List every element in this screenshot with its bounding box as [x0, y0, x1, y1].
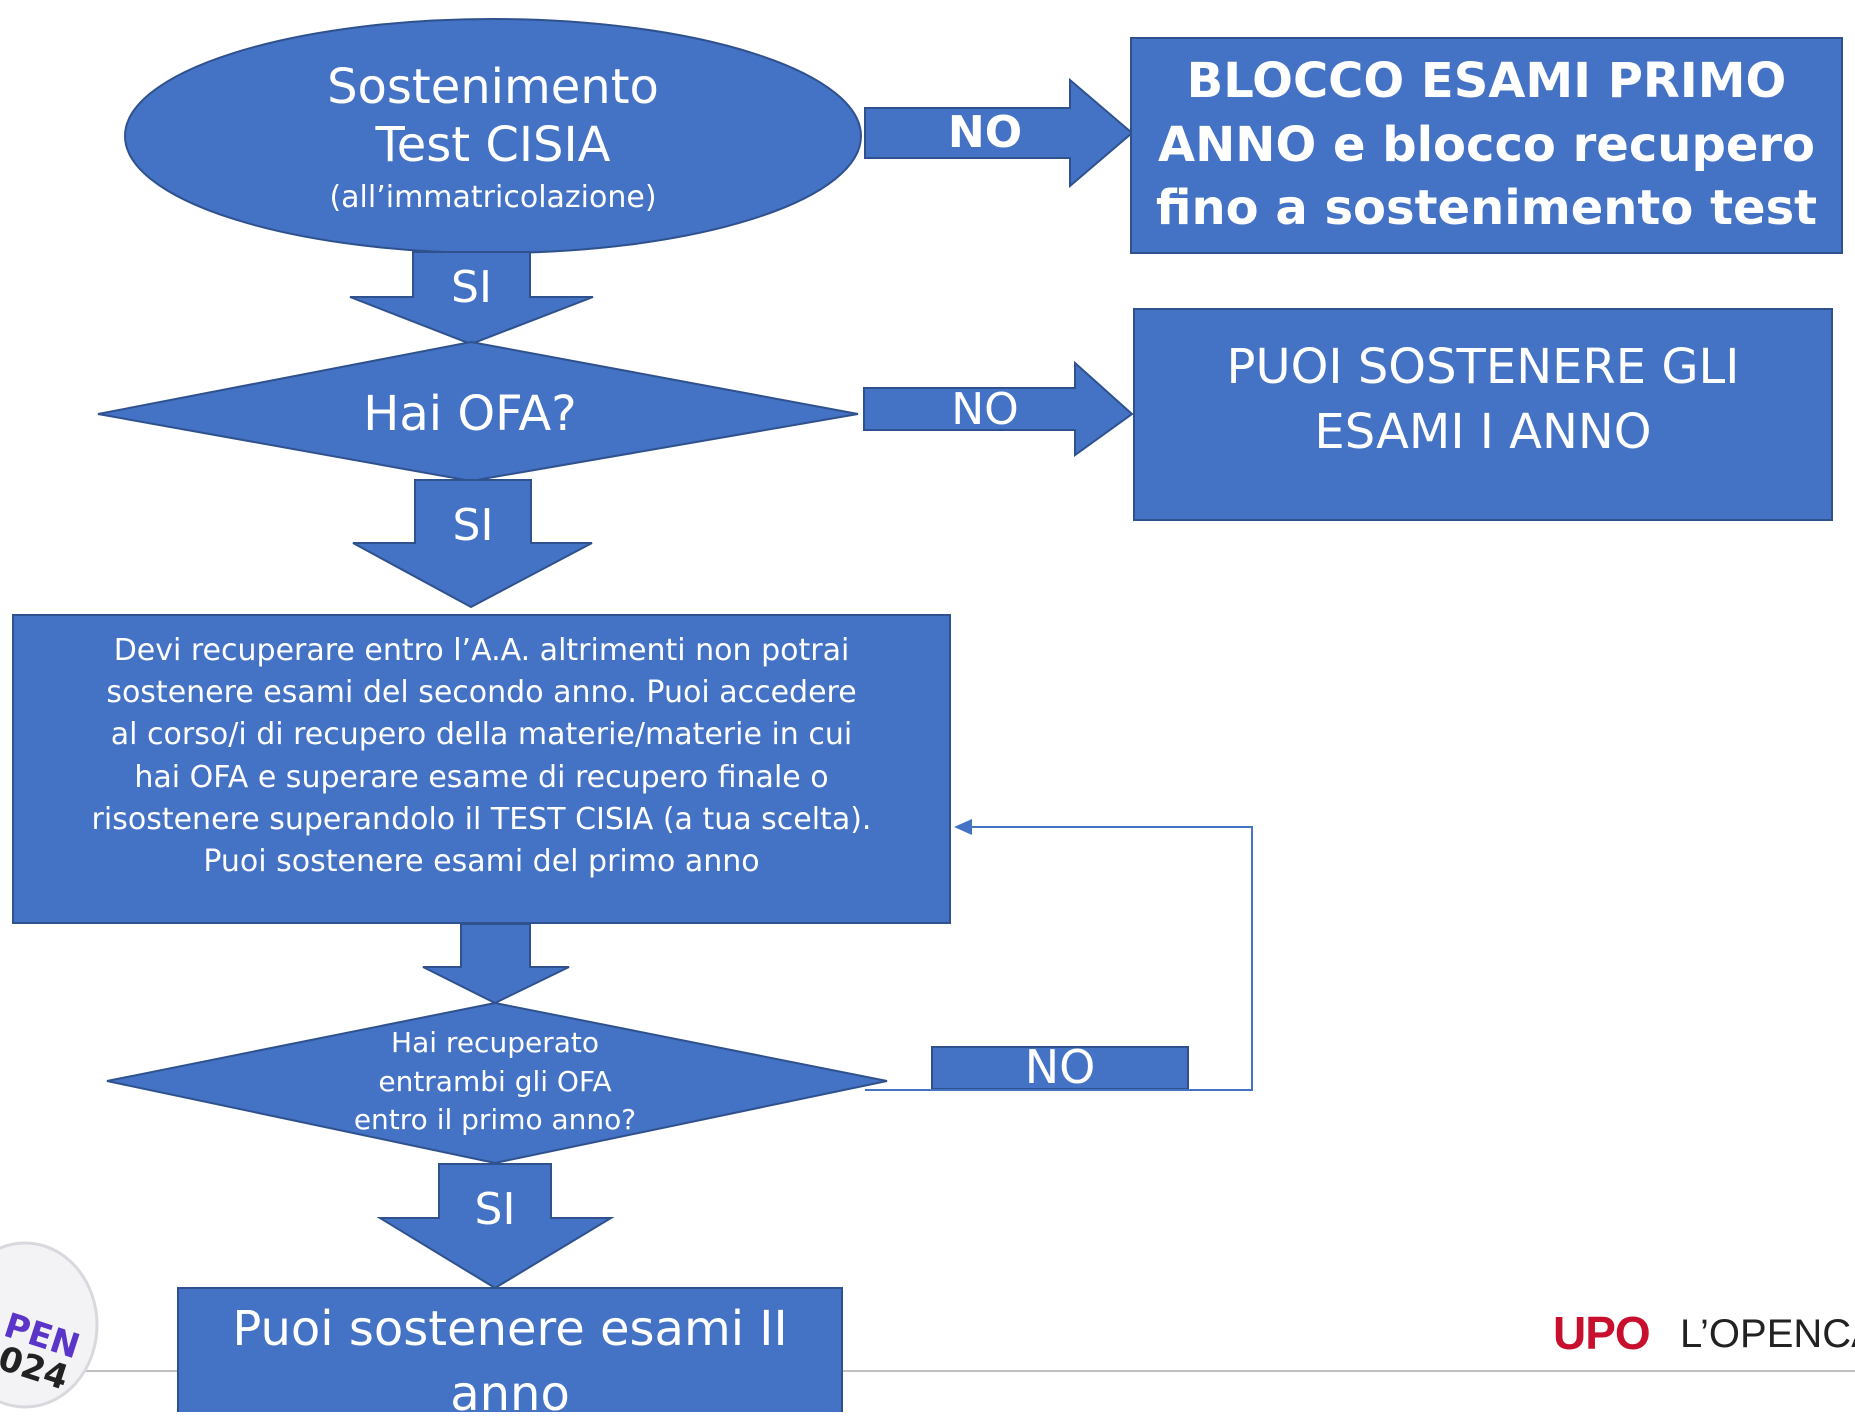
can-take-first-year-box: PUOI SOSTENERE GLI ESAMI I ANNO: [1133, 308, 1833, 521]
recovery-line: hai OFA e superare esame di recupero fin…: [134, 759, 829, 795]
decision-2-line-2: entrambi gli OFA: [378, 1064, 612, 1098]
recovery-line: Puoi sostenere esami del primo anno: [203, 844, 760, 880]
start-line-3: (all’immatricolazione): [329, 180, 657, 216]
block-line-3: fino a sostenimento test: [1155, 180, 1818, 237]
decision-1-diamond: [97, 340, 859, 483]
block-line-2: ANNO e blocco recupero: [1157, 116, 1816, 173]
decision-2-diamond: [106, 1001, 888, 1165]
no-label-2: NO: [951, 383, 1019, 435]
ok-line-1: PUOI SOSTENERE GLI: [1226, 338, 1740, 395]
si-arrow-1: [349, 251, 594, 346]
block-exams-box: BLOCCO ESAMI PRIMO ANNO e blocco recuper…: [1130, 37, 1843, 254]
final-line-1: Puoi sostenere esami II: [232, 1301, 788, 1357]
si-arrow-2: [352, 479, 593, 609]
loop-connector: [865, 826, 1253, 1091]
open-day-badge: PEN 024: [0, 1241, 99, 1409]
block-line-1: BLOCCO ESAMI PRIMO: [1186, 52, 1787, 109]
recovery-line: al corso/i di recupero della materie/mat…: [110, 717, 853, 753]
si-label-2: SI: [452, 499, 494, 551]
recovery-instructions-box: Devi recuperare entro l’A.A. altrimenti …: [12, 614, 951, 924]
no-box-3: [931, 1046, 1189, 1090]
ok-line-2: ESAMI I ANNO: [1314, 403, 1652, 460]
recovery-line: Devi recuperare entro l’A.A. altrimenti …: [113, 632, 850, 668]
no-label-1: NO: [947, 106, 1023, 158]
loop-arrowhead: [954, 819, 972, 835]
si-label-1: SI: [451, 261, 492, 313]
start-line-2: Test CISIA: [375, 116, 611, 173]
si-arrow-3: [376, 1163, 615, 1290]
down-arrow-recovery: [422, 923, 570, 1005]
can-take-second-year-box: Puoi sostenere esami II anno: [177, 1287, 843, 1422]
decision-1-label: Hai OFA?: [363, 386, 577, 443]
recovery-line: risostenere superandolo il TEST CISIA (a…: [91, 801, 872, 837]
no-arrow-1: [864, 77, 1134, 189]
si-label-3: SI: [474, 1183, 516, 1235]
decision-2-line-1: Hai recuperato: [391, 1026, 599, 1060]
start-line-1: Sostenimento: [327, 58, 659, 115]
decision-2-line-3: entro il primo anno?: [353, 1103, 637, 1137]
start-label: Sostenimento Test CISIA (all’immatricola…: [253, 40, 733, 235]
no-arrow-2: [863, 360, 1134, 457]
final-line-2: anno: [450, 1365, 570, 1422]
upo-logo: UPO: [1553, 1307, 1651, 1359]
event-name: L’OPENCA: [1680, 1312, 1855, 1356]
decision-2-label: Hai recuperato entrambi gli OFA entro il…: [310, 1022, 680, 1142]
recovery-line: sostenere esami del secondo anno. Puoi a…: [106, 674, 857, 710]
no-label-3: NO: [1024, 1040, 1096, 1095]
